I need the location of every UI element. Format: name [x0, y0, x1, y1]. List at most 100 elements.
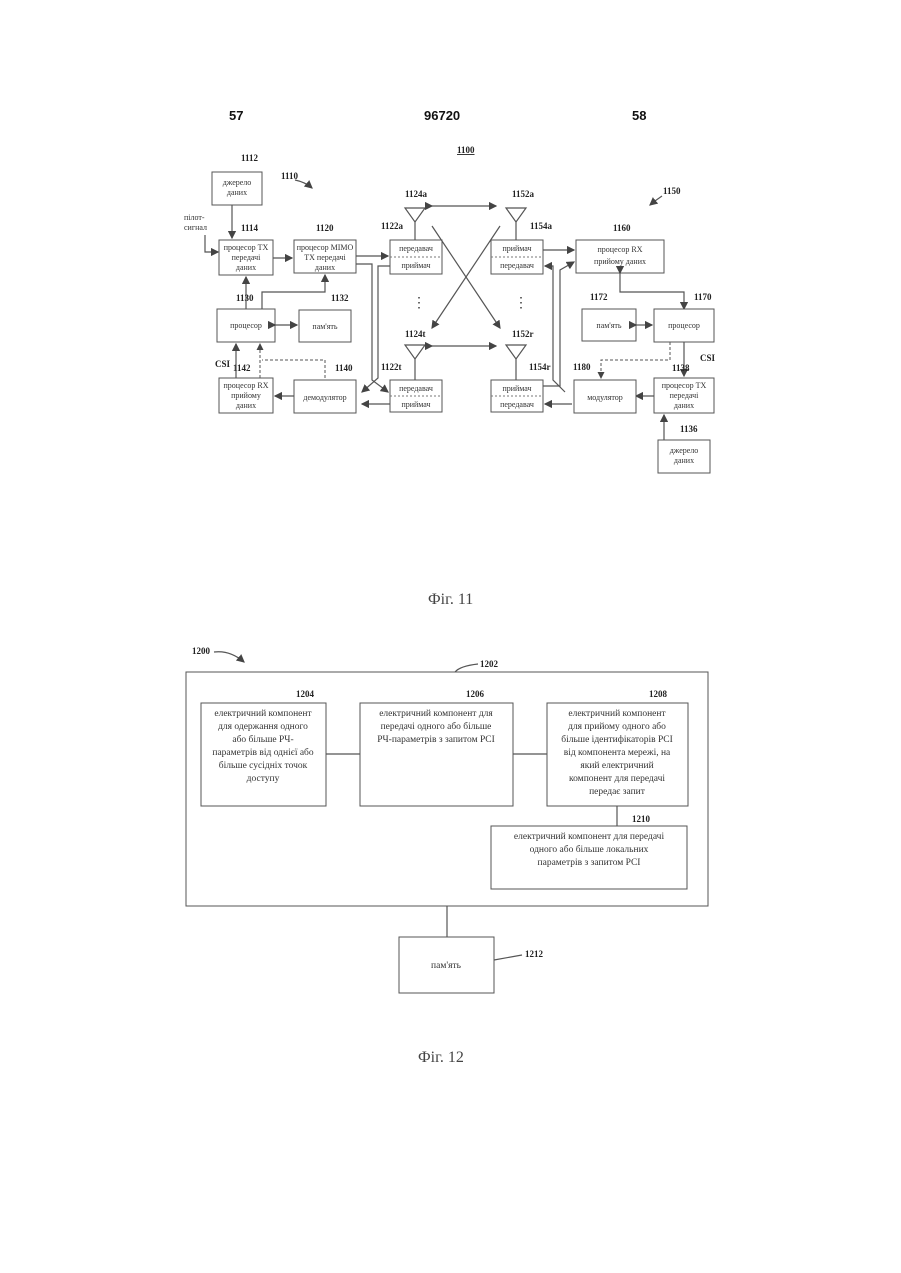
rx-proc-l1: процесор RX	[598, 245, 643, 254]
c1-l5: більше сусідніх точок	[219, 760, 308, 771]
c4-l1: електричний компонент для передачі	[514, 831, 665, 842]
c3-l3: більше ідентифікаторів PCI	[561, 734, 673, 745]
tx-proc-l2: передачі	[232, 253, 262, 262]
ref-1154a: 1154a	[530, 221, 553, 231]
figure-12: 1200 1202 1204 електричний компонент для…	[186, 646, 708, 1066]
ref-1120: 1120	[316, 223, 334, 233]
ref-1124t: 1124t	[405, 329, 426, 339]
c1-l3: або більше РЧ-	[232, 734, 293, 745]
ref-1172: 1172	[590, 292, 608, 302]
arrow-1200	[214, 652, 244, 662]
ref-1208: 1208	[649, 689, 668, 699]
tx-proc-rx-l3: даних	[674, 401, 694, 410]
ref-1212: 1212	[525, 949, 544, 959]
ref-1140: 1140	[335, 363, 353, 373]
pilot-l1: пілот-	[184, 213, 205, 222]
ref-1154r: 1154r	[529, 362, 551, 372]
antenna-1152a	[506, 208, 526, 222]
ref-1152r: 1152r	[512, 329, 534, 339]
c2-l3: РЧ-параметрів з запитом PCI	[377, 735, 495, 745]
figure-11-caption: Фіг. 11	[428, 591, 473, 608]
data-source-tx-l2: даних	[227, 188, 247, 197]
demodulator-label: демодулятор	[303, 393, 346, 402]
ref-1200: 1200	[192, 646, 211, 656]
c4-l3: параметрів з запитом PCI	[538, 858, 641, 868]
ref-1180: 1180	[573, 362, 591, 372]
dots-tx: ⋮	[412, 296, 426, 311]
tx-proc-l3: даних	[236, 263, 256, 272]
ref-1204: 1204	[296, 689, 315, 699]
xcvr-a-tx: передавач	[399, 244, 433, 253]
xcvr-a-rx: приймач	[401, 261, 430, 270]
pilot-l2: сигнал	[184, 223, 207, 232]
xcvr-t-tx: передавач	[399, 384, 433, 393]
data-source-tx-l1: джерело	[223, 178, 252, 187]
ref-1124a: 1124a	[405, 189, 428, 199]
mimo-l2: TX передачі	[304, 253, 346, 262]
antenna-1124a	[405, 208, 425, 222]
xcvr-ra-rx: приймач	[502, 244, 531, 253]
xcvr-ra-tx: передавач	[500, 261, 534, 270]
c3-l5: який електричний	[580, 760, 653, 771]
xcvr-rr-rx: приймач	[502, 384, 531, 393]
csi-rx: CSI	[700, 353, 716, 363]
c1-l6: доступу	[247, 774, 280, 784]
c1-l4: параметрів від однієї або	[212, 747, 314, 758]
csi-tx: CSI	[215, 359, 231, 369]
rx-proc-tx-l2: прийому	[231, 391, 261, 400]
tx-proc-rx-l1: процесор TX	[662, 381, 707, 390]
arrow-1150	[650, 196, 662, 205]
memory-tx-label: пам'ять	[312, 322, 338, 331]
mimo-l1: процесор MIMO	[297, 243, 354, 252]
rx-proc-tx-l3: даних	[236, 401, 256, 410]
ref-1110: 1110	[281, 171, 299, 181]
xcvr-rr-tx: передавач	[500, 400, 534, 409]
c3-l7: передає запит	[589, 787, 646, 797]
c3-l1: електричний компонент	[568, 708, 666, 719]
figure-11: 1100 1110 1150 1112 джерело даних пілот-…	[184, 145, 716, 608]
c3-l2: для прийому одного або	[568, 721, 666, 732]
ref-1100: 1100	[457, 145, 475, 155]
ref-1150: 1150	[663, 186, 681, 196]
modulator-label: модулятор	[587, 393, 623, 402]
processor-tx-label: процесор	[230, 321, 262, 330]
xcvr-t-rx: приймач	[401, 400, 430, 409]
ref-1160: 1160	[613, 223, 631, 233]
rx-proc-tx-l1: процесор RX	[224, 381, 269, 390]
tx-proc-l1: процесор TX	[224, 243, 269, 252]
memory-1212-label: пам'ять	[431, 961, 462, 971]
ref-1130: 1130	[236, 293, 254, 303]
c1-l1: електричний компонент	[214, 708, 312, 719]
ref-1206: 1206	[466, 689, 485, 699]
data-source-rx-l1: джерело	[670, 446, 699, 455]
processor-rx-label: процесор	[668, 321, 700, 330]
c1-l2: для одержання одного	[218, 722, 308, 732]
antenna-1152r	[506, 345, 526, 359]
ref-1136: 1136	[680, 424, 698, 434]
c3-l6: компонент для передачі	[569, 774, 665, 784]
c2-l2: передачі одного або більше	[381, 721, 492, 732]
ref-1114: 1114	[241, 223, 259, 233]
dots-rx: ⋮	[514, 296, 528, 311]
c2-l1: електричний компонент для	[379, 708, 493, 719]
ref-1112: 1112	[241, 153, 259, 163]
figure-12-caption: Фіг. 12	[418, 1049, 464, 1066]
mimo-l3: даних	[315, 263, 335, 272]
data-source-rx-l2: даних	[674, 456, 694, 465]
rx-proc-l2: прийому даних	[594, 257, 646, 266]
arrow-1110	[295, 180, 312, 188]
c4-l2: одного або більше локальних	[530, 844, 649, 855]
ref-1170: 1170	[694, 292, 712, 302]
antenna-1124t	[405, 345, 425, 359]
ref-1132: 1132	[331, 293, 349, 303]
tx-proc-rx-l2: передачі	[670, 391, 700, 400]
ref-1122a: 1122a	[381, 221, 404, 231]
ref-1152a: 1152a	[512, 189, 535, 199]
ref-1122t: 1122t	[381, 362, 402, 372]
ref-1202: 1202	[480, 659, 499, 669]
ref-1138: 1138	[672, 363, 690, 373]
c3-l4: від компонента мережі, на	[564, 748, 671, 758]
ref-1210: 1210	[632, 814, 651, 824]
memory-rx-label: пам'ять	[596, 321, 622, 330]
